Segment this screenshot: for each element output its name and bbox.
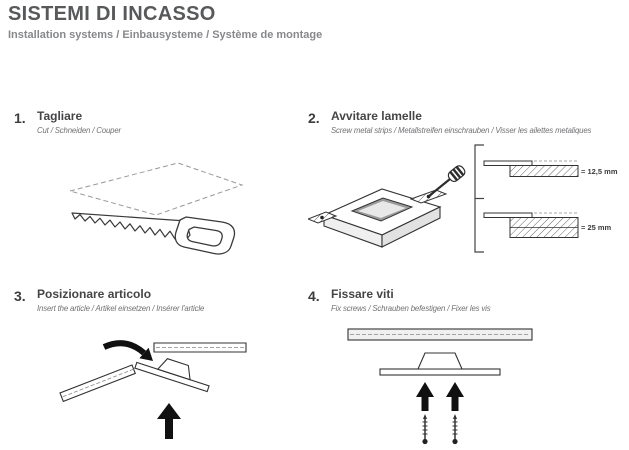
insertion-drawing: [59, 340, 247, 440]
plasterboard: [509, 165, 579, 178]
cross-section-25mm: [483, 212, 579, 239]
saw-blade: [71, 212, 191, 242]
ceiling-board-left: [59, 364, 137, 403]
step-1-header: 1. Tagliare Cut / Schneiden / Couper: [14, 109, 300, 136]
step-number: 2.: [308, 110, 320, 126]
measurement-label-1: = 12,5 mm: [581, 167, 618, 176]
step-2-screw-strips: 2. Avvitare lamelle Screw metal strips /…: [308, 109, 626, 263]
recess-bottom: [358, 201, 406, 219]
step-subtitle: Screw metal strips / Metallstreifen eins…: [331, 126, 592, 136]
page-title: SISTEMI DI INCASSO: [8, 3, 216, 25]
step-title: Posizionare articolo: [37, 287, 152, 301]
ceiling-board: [347, 328, 533, 341]
step-subtitle: Fix screws / Schrauben befestigen / Fixe…: [331, 304, 491, 314]
metal-strip: [483, 160, 533, 167]
screws-drawing: [347, 328, 533, 445]
saw-handle: [174, 216, 236, 255]
insertion-illustration: [54, 323, 300, 448]
step-1-cut: 1. Tagliare Cut / Schneiden / Couper: [14, 109, 300, 257]
mounting-strip-right: [409, 189, 448, 204]
recessed-fixture: [134, 358, 210, 393]
fixture-profile: [379, 352, 501, 376]
step-title: Tagliare: [37, 109, 83, 123]
screw-right: [452, 414, 458, 445]
up-arrow: [157, 403, 181, 440]
step-title: Fissare viti: [331, 287, 394, 301]
step-number: 3.: [14, 288, 26, 304]
plaster-frame: [322, 188, 442, 249]
mounting-strip-left: [308, 211, 338, 224]
step-number: 4.: [308, 288, 320, 304]
step-3-insert: 3. Posizionare articolo Insert the artic…: [14, 287, 300, 448]
measurement-label-2: = 25 mm: [581, 223, 612, 232]
step-number: 1.: [14, 110, 26, 126]
metal-strip: [483, 212, 533, 219]
ceiling-board-right: [153, 342, 247, 353]
rotation-arrow: [102, 340, 153, 362]
saw-illustration: [66, 157, 300, 257]
cut-outline: [68, 162, 244, 216]
step-4-fix-screws: 4. Fissare viti Fix screws / Schrauben b…: [308, 287, 626, 445]
step-2-header: 2. Avvitare lamelle Screw metal strips /…: [308, 109, 626, 136]
step-3-header: 3. Posizionare articolo Insert the artic…: [14, 287, 300, 314]
screwdriver: [428, 165, 466, 198]
up-arrow-right: [446, 382, 464, 412]
measurement-detail: = 12,5 mm = 25 mm: [474, 144, 618, 253]
fixture-illustration: = 12,5 mm = 25 mm: [308, 141, 626, 263]
saw-drawing: [68, 162, 244, 255]
cross-section-12mm: [483, 160, 579, 178]
page-header: SISTEMI DI INCASSO Installation systems …: [8, 3, 322, 41]
step-subtitle: Insert the article / Artikel einsetzen /…: [37, 304, 205, 314]
fixture-drawing: [308, 165, 466, 249]
page-subtitle: Installation systems / Einbausysteme / S…: [8, 29, 323, 41]
screw-left: [422, 414, 428, 445]
step-subtitle: Cut / Schneiden / Couper: [37, 126, 121, 136]
screws-illustration: [340, 323, 626, 445]
screw-head: [320, 215, 324, 220]
up-arrow-left: [416, 382, 434, 412]
step-4-header: 4. Fissare viti Fix screws / Schrauben b…: [308, 287, 626, 314]
step-title: Avvitare lamelle: [331, 109, 422, 123]
